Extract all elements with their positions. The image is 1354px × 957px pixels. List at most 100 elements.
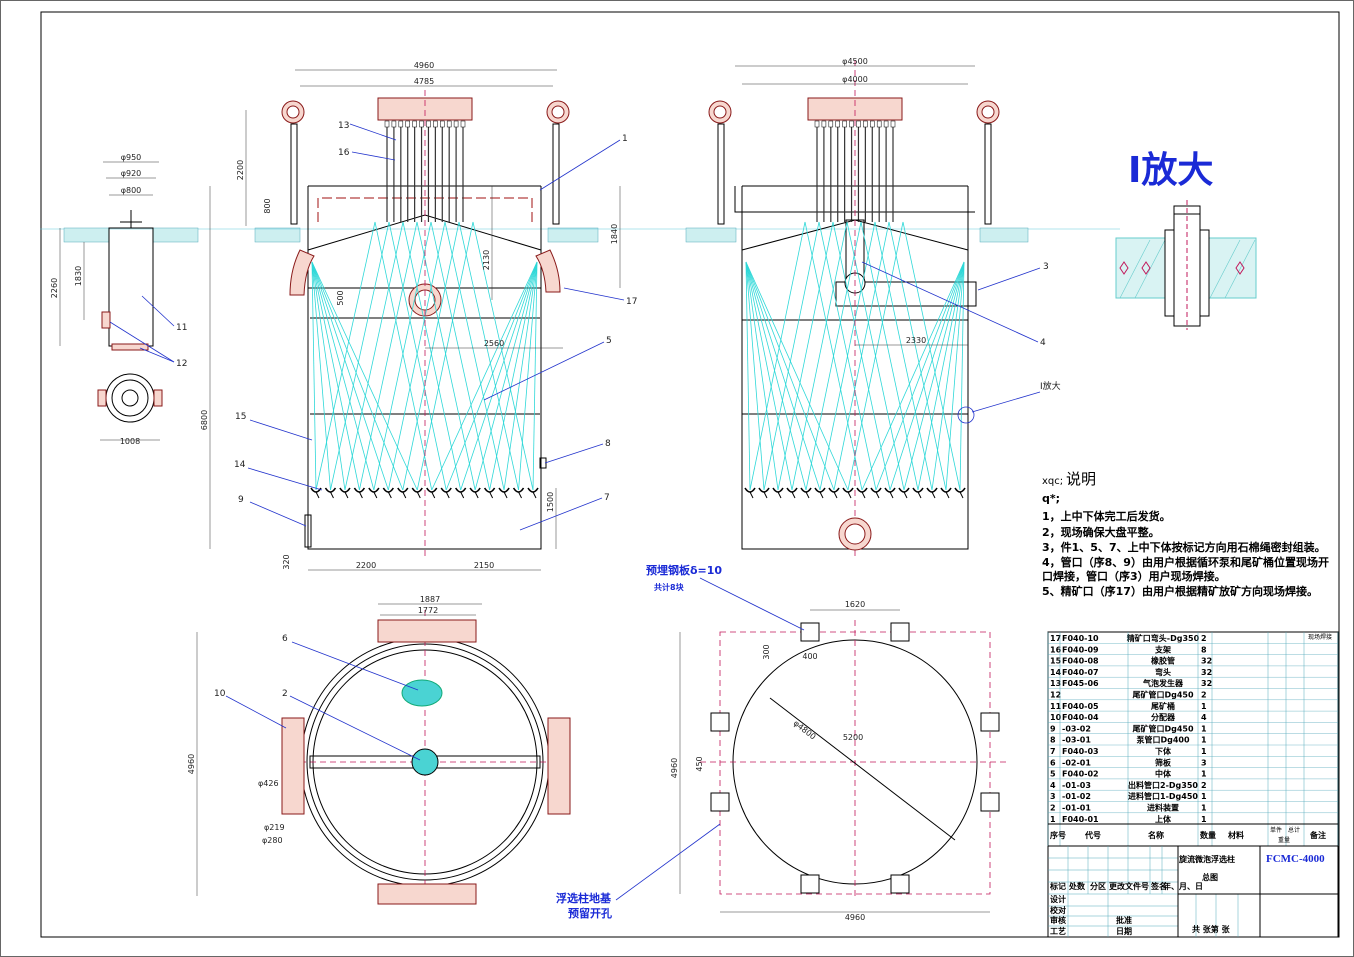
callout-3: 3	[1043, 262, 1049, 272]
bom-code: -01-03	[1062, 781, 1091, 790]
embedded-plate-label: 预埋钢板δ=10	[646, 563, 722, 577]
detail-marker: I放大	[1040, 380, 1061, 392]
embedded-plate	[800, 874, 820, 894]
bom-code: F045-06	[1062, 679, 1099, 688]
callout-5: 5	[606, 336, 612, 346]
sign-row: 校对	[1050, 905, 1066, 915]
dim-label: 1620	[845, 600, 865, 609]
callout-17: 17	[626, 297, 637, 307]
dim-label: 500	[336, 290, 345, 305]
drawing-name: 旋流微泡浮选柱	[1178, 854, 1235, 864]
bom-seq: 15	[1050, 657, 1062, 666]
ground-strip	[547, 227, 599, 243]
dim-label: 4960	[187, 754, 196, 774]
bom-header-note: 备注	[1309, 830, 1326, 840]
callout-6: 6	[282, 634, 288, 644]
bom-code: F040-10	[1062, 634, 1099, 643]
bom-seq: 12	[1050, 691, 1061, 700]
callout-13: 13	[338, 121, 349, 131]
note-item: 2，现场确保大盘平整。	[1042, 525, 1160, 539]
bom-name: 橡胶管	[1151, 656, 1175, 666]
embedded-plate	[890, 874, 910, 894]
bom-code: F040-01	[1062, 815, 1099, 824]
sheet-count: 共 张第 张	[1192, 924, 1231, 934]
dim-label: φ219	[264, 823, 285, 832]
embedded-plate	[710, 712, 730, 732]
bom-code: F040-03	[1062, 747, 1099, 756]
bom-code: F040-04	[1062, 713, 1099, 722]
dim-label: 1008	[120, 437, 140, 446]
bom-name: 泵管口Dg400	[1136, 735, 1189, 745]
sign-col: 分区	[1090, 881, 1106, 891]
note-item: 4，管口（序8、9）由用户根据循环泵和尾矿桶位置现场开	[1042, 555, 1329, 569]
embedded-plate	[800, 622, 820, 642]
bom-seq: 11	[1050, 702, 1062, 711]
sign-col: 标记	[1049, 881, 1066, 891]
bom-code: -01-02	[1062, 792, 1091, 801]
dim-label: 2130	[482, 250, 491, 270]
callout-2: 2	[282, 689, 288, 699]
bom-qty: 3	[1201, 758, 1207, 767]
notes-sub: q*;	[1042, 492, 1060, 505]
bom-name: 筛板	[1155, 757, 1172, 767]
bom-name: 中体	[1155, 769, 1172, 779]
dim-label: φ426	[258, 779, 279, 788]
bom-name: 精矿口弯头-Dg350	[1127, 633, 1200, 643]
foundation-view: 1620 300 400 φ4800 5200 4960 450 4960 预埋…	[556, 563, 1010, 922]
note-item: 口焊接，管口（序3）用户现场焊接。	[1042, 569, 1226, 583]
bom-qty: 32	[1201, 668, 1212, 677]
notes-heading: 说明	[1066, 470, 1096, 488]
bom-header-name: 名称	[1148, 830, 1164, 840]
callout-15: 15	[235, 412, 246, 422]
bom-code: -03-01	[1062, 736, 1091, 745]
bom-name: 尾矿管口Dg450	[1131, 723, 1193, 733]
dim-label: 4960	[414, 61, 434, 70]
bom-seq: 2	[1050, 804, 1056, 813]
bom-seq: 8	[1050, 736, 1056, 745]
approve-label: 批准	[1116, 915, 1132, 925]
bom-seq: 7	[1050, 747, 1056, 756]
bom-name: 上体	[1155, 814, 1172, 824]
bom-qty: 2	[1201, 781, 1207, 790]
bom-code: -01-01	[1062, 804, 1091, 813]
foundation-hole-label-2: 预留开孔	[568, 906, 612, 920]
bom-seq: 13	[1050, 679, 1061, 688]
dim-label: 2200	[236, 160, 245, 180]
embedded-plate	[980, 792, 1000, 812]
dim-label: 2260	[50, 278, 59, 298]
dim-label: 320	[282, 554, 291, 569]
bom-name: 出料管口2-Dg350	[1128, 780, 1198, 790]
dim-label: 1500	[546, 492, 555, 512]
bom-header-seq: 序号	[1050, 830, 1066, 840]
sign-col: 更改文件号	[1109, 881, 1149, 891]
callout-16: 16	[338, 148, 350, 158]
dim-label: 400	[802, 652, 817, 661]
dim-label: φ950	[121, 153, 142, 162]
bom-seq: 4	[1050, 781, 1056, 790]
foundation-hole-label: 浮选柱地基	[556, 891, 612, 905]
bom-header-unit: 单件	[1270, 826, 1282, 834]
feed-manifold-plan	[377, 619, 477, 643]
bom-seq: 17	[1050, 634, 1061, 643]
embedded-plate	[710, 792, 730, 812]
date-label: 日期	[1116, 926, 1132, 936]
sign-col: 年、月、日	[1163, 881, 1203, 891]
bom-qty: 1	[1201, 702, 1207, 711]
bom-code: F040-09	[1062, 645, 1099, 654]
bom-header-material: 材料	[1228, 830, 1244, 840]
dim-label: 2200	[356, 561, 376, 570]
note-item: 5、精矿口（序17）由用户根据精矿放矿方向现场焊接。	[1042, 584, 1318, 598]
dim-label: 4785	[414, 77, 434, 86]
dim-label: 2150	[474, 561, 494, 570]
